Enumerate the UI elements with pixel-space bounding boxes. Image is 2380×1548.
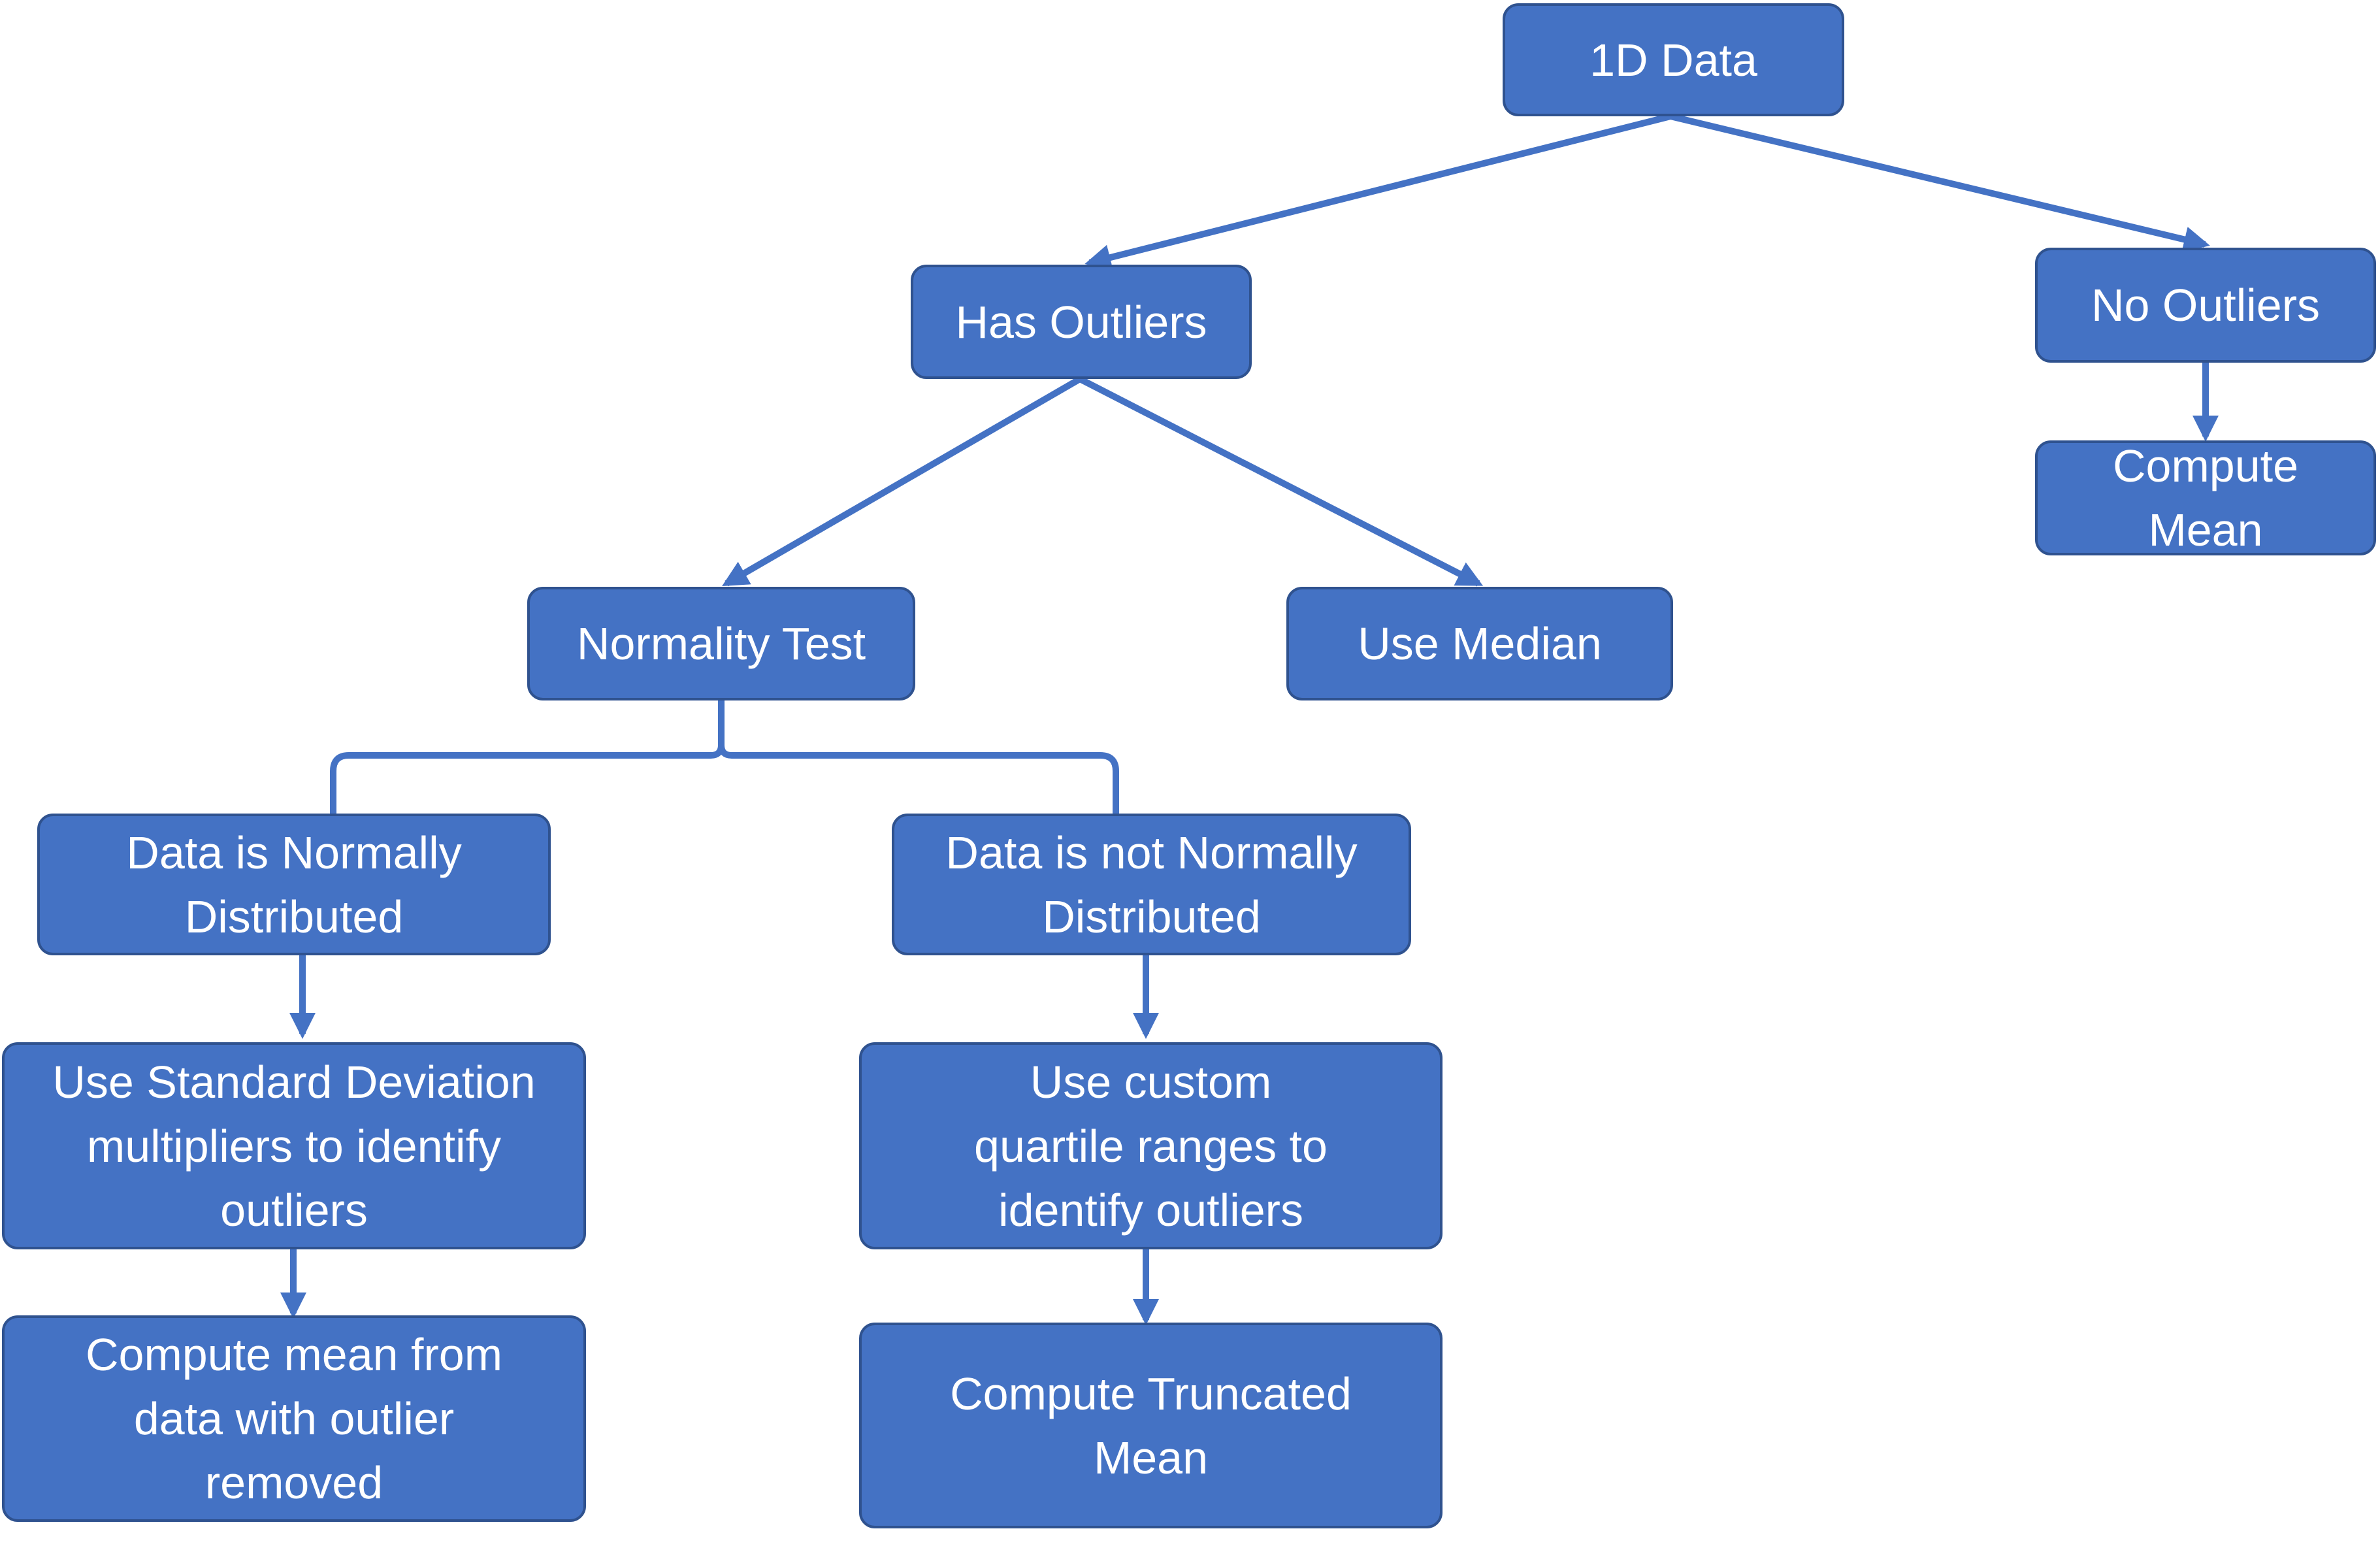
edge-root-to-has-outliers (1084, 113, 1672, 271)
node-data-normally-distributed: Data is Normally Distributed (37, 814, 551, 955)
node-has-outliers: Has Outliers (911, 265, 1252, 379)
node-data-not-normally-distributed: Data is not Normally Distributed (892, 814, 1411, 955)
node-compute-mean: Compute Mean (2035, 440, 2376, 555)
edge-has-outliers-to-normality-test (722, 376, 1082, 587)
node-std-dev-multipliers: Use Standard Deviation multipliers to id… (2, 1042, 586, 1249)
node-compute-truncated-mean: Compute Truncated Mean (859, 1323, 1443, 1528)
node-1d-data: 1D Data (1503, 3, 1844, 116)
node-use-median: Use Median (1286, 587, 1673, 700)
edge-root-to-no-outliers (1669, 113, 2210, 252)
edge-normality-test-bracket (330, 700, 725, 814)
edge-has-outliers-to-use-median (1078, 376, 1484, 587)
edge-normality-test-bracket-right (718, 700, 1119, 814)
node-custom-quartile-ranges: Use custom quartile ranges to identify o… (859, 1042, 1443, 1249)
node-no-outliers: No Outliers (2035, 248, 2376, 363)
node-normality-test: Normality Test (527, 587, 915, 700)
node-compute-mean-outlier-removed: Compute mean from data with outlier remo… (2, 1315, 586, 1522)
